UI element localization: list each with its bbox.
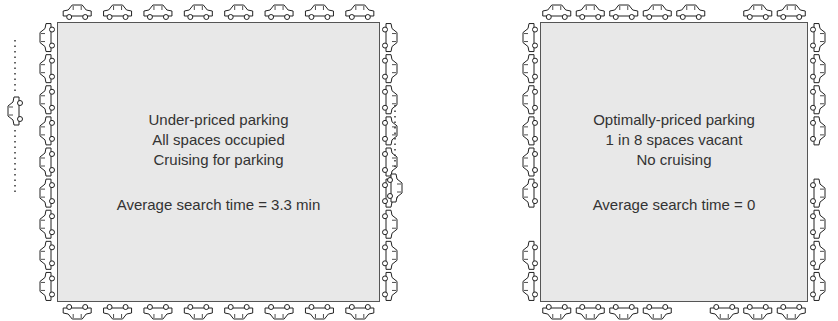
car-icon [40,148,55,176]
car-icon [40,86,55,114]
car-icon [811,86,826,114]
car-icon [523,55,538,83]
car-icon [144,305,172,320]
car-icon [610,305,638,320]
car-icon [104,5,132,20]
car-icon [811,241,826,269]
car-icon [610,5,638,20]
car-icon [383,24,398,52]
car-icon [305,305,333,320]
car-icon [40,241,55,269]
car-icon [63,5,91,20]
car-icon [811,55,826,83]
car-icon [388,174,403,202]
car-icon [144,5,172,20]
car-icon [8,97,23,125]
car-icon [40,55,55,83]
block-note: No cruising [636,150,711,170]
car-icon [543,305,571,320]
car-icon [184,305,212,320]
cruising-path [14,40,16,92]
car-icon [523,117,538,145]
block-note: Cruising for parking [153,150,283,170]
car-icon [225,5,253,20]
car-icon [265,5,293,20]
car-icon [383,148,398,176]
car-icon [104,305,132,320]
parking-block: Under-priced parkingAll spaces occupiedC… [57,22,380,302]
car-icon [643,5,671,20]
car-icon [383,210,398,238]
car-icon [744,5,772,20]
car-icon [543,5,571,20]
car-icon [777,305,805,320]
car-icon [523,86,538,114]
car-icon [383,272,398,300]
car-icon [523,148,538,176]
block-note: All spaces occupied [152,130,285,150]
car-icon [710,305,738,320]
car-icon [40,24,55,52]
car-icon [811,117,826,145]
car-icon [811,272,826,300]
car-icon [777,5,805,20]
car-icon [523,179,538,207]
block-note: Average search time = 0 [593,195,756,215]
car-icon [643,305,671,320]
car-icon [383,241,398,269]
car-icon [383,86,398,114]
cruising-path [14,130,16,192]
car-icon [40,210,55,238]
car-icon [576,305,604,320]
car-icon [677,5,705,20]
car-icon [346,5,374,20]
car-icon [383,117,398,145]
car-icon [40,179,55,207]
block-heading: Optimally-priced parking [593,110,755,130]
car-icon [576,5,604,20]
car-icon [811,24,826,52]
car-icon [523,241,538,269]
car-icon [225,305,253,320]
car-icon [40,272,55,300]
car-icon [265,305,293,320]
car-icon [305,5,333,20]
parking-block: Optimally-priced parking1 in 8 spaces va… [540,22,808,302]
car-icon [63,305,91,320]
cruising-path [394,105,396,170]
car-icon [523,24,538,52]
car-icon [523,272,538,300]
car-icon [383,55,398,83]
car-icon [744,305,772,320]
car-icon [184,5,212,20]
car-icon [811,179,826,207]
car-icon [346,305,374,320]
block-heading: Under-priced parking [148,110,288,130]
car-icon [811,210,826,238]
block-note: Average search time = 3.3 min [117,195,321,215]
car-icon [40,117,55,145]
block-note: 1 in 8 spaces vacant [606,130,743,150]
